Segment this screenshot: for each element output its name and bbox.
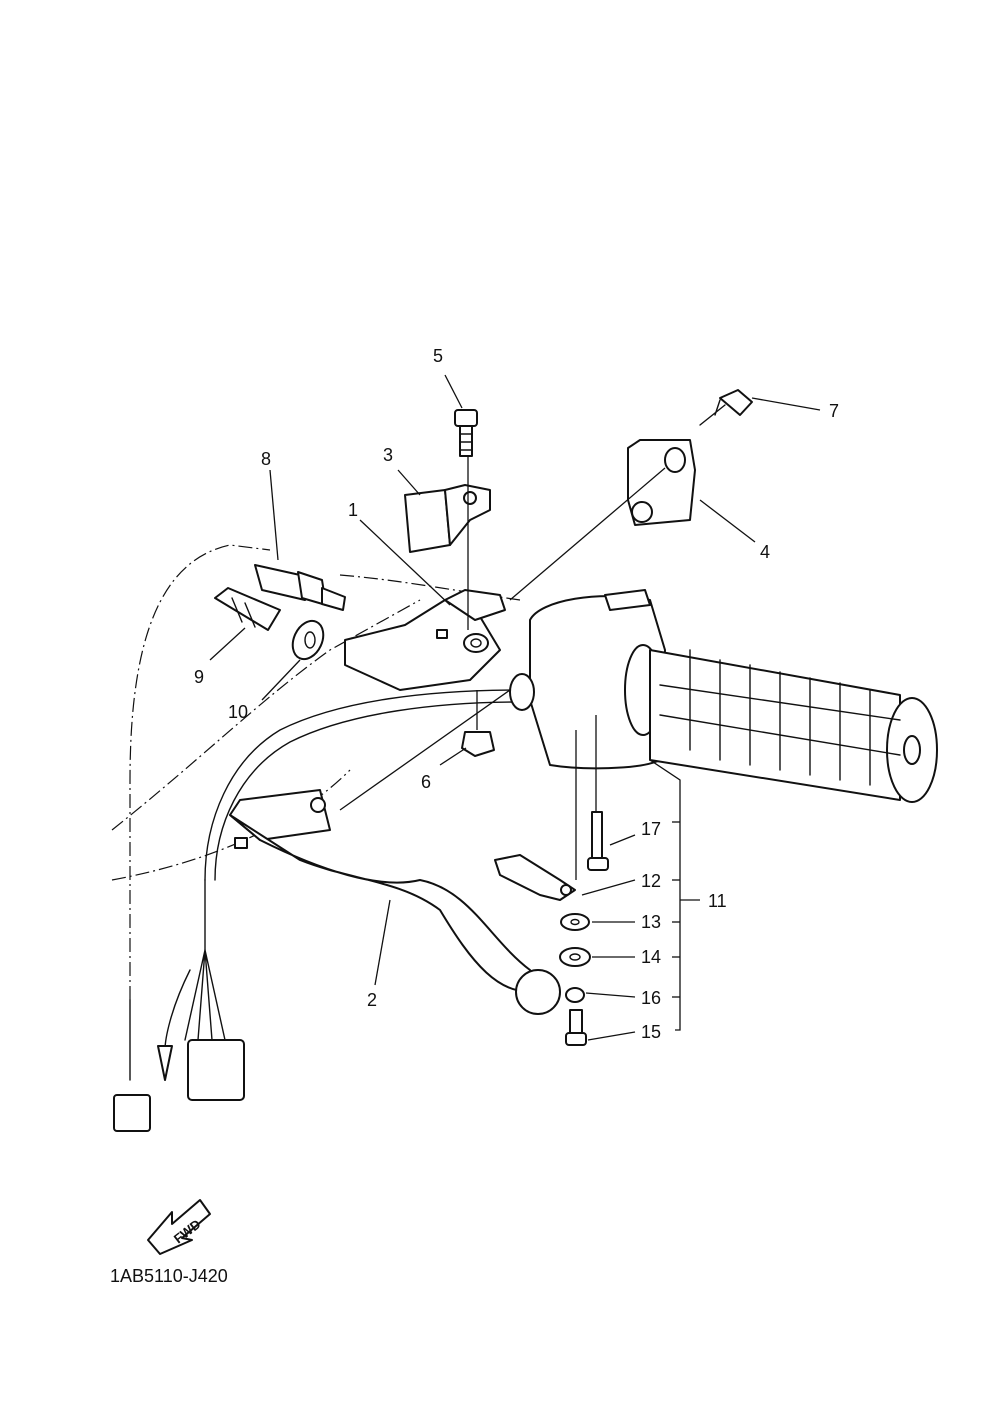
callout-3: 3 xyxy=(383,445,393,465)
clamp-part xyxy=(627,439,696,526)
callout-12: 12 xyxy=(641,871,661,891)
long-screw-part xyxy=(587,811,609,871)
fwd-arrow-icon: FWD xyxy=(147,1199,211,1255)
callout-15: 15 xyxy=(641,1022,661,1042)
small-screw-part xyxy=(565,1009,587,1046)
callout-10: 10 xyxy=(228,702,248,722)
leader-lines xyxy=(209,374,821,1041)
screw-part xyxy=(454,409,478,457)
diagram-code: 1AB5110-J420 xyxy=(110,1266,228,1286)
switch-bracket-part xyxy=(494,854,576,901)
wire-connectors xyxy=(113,879,245,1132)
callout-2: 2 xyxy=(367,990,377,1010)
clutch-cable xyxy=(204,689,521,881)
callout-5: 5 xyxy=(433,346,443,366)
callout-7: 7 xyxy=(829,401,839,421)
callout-9: 9 xyxy=(194,667,204,687)
callout-13: 13 xyxy=(641,912,661,932)
callout-1: 1 xyxy=(348,500,358,520)
clutch-cable-outer xyxy=(214,701,521,881)
cable-adjuster-part xyxy=(254,564,346,611)
callout-11: 11 xyxy=(708,891,727,911)
callout-16: 16 xyxy=(641,988,661,1008)
callout-14: 14 xyxy=(641,947,661,967)
lock-washer-part xyxy=(559,947,591,967)
spring-washer-part xyxy=(565,987,585,1003)
clutch-switch-part xyxy=(404,484,491,553)
nut-part xyxy=(461,731,495,757)
handlebar-switch-assembly xyxy=(509,589,938,803)
callout-6: 6 xyxy=(421,772,431,792)
adjuster-bolt-part xyxy=(214,587,281,631)
callout-8: 8 xyxy=(261,449,271,469)
clutch-lever-part xyxy=(229,789,561,1015)
lever-bracket-part xyxy=(344,589,506,691)
bolt-part xyxy=(699,389,753,426)
washer-part xyxy=(560,913,590,931)
locknut-part xyxy=(291,619,325,661)
callout-4: 4 xyxy=(760,542,770,562)
callout-17: 17 xyxy=(641,819,661,839)
